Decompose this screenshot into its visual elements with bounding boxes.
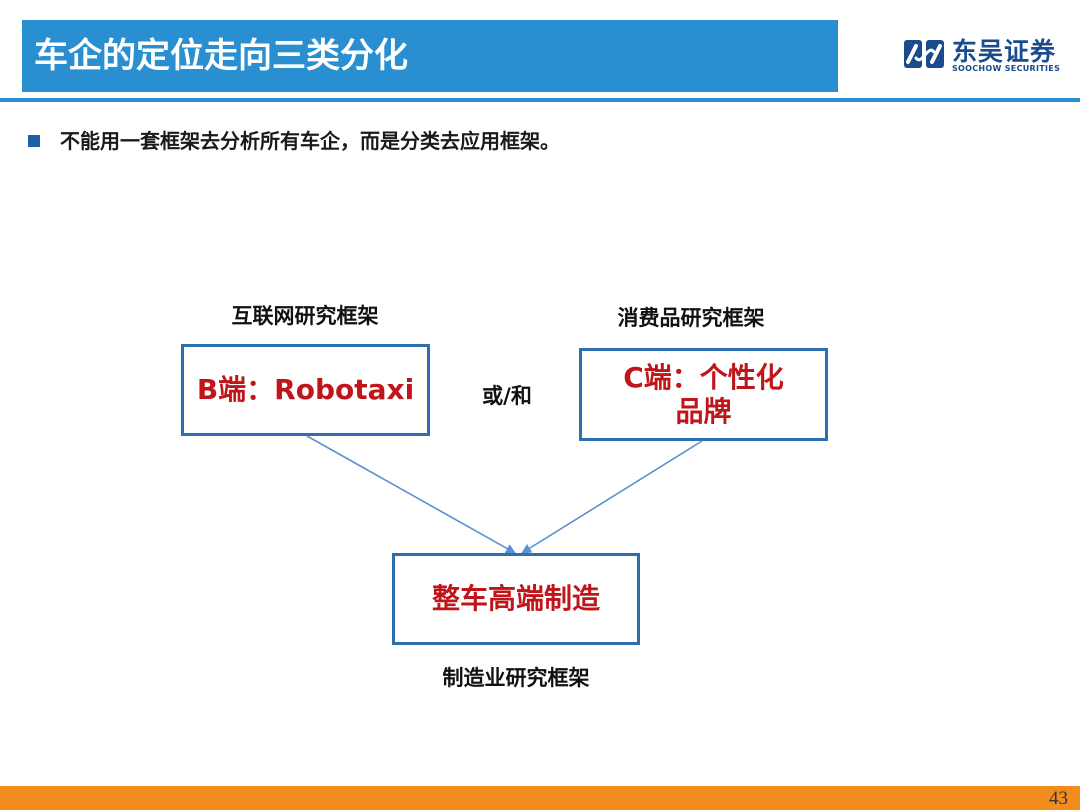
- manufacturing-box: 整车高端制造: [392, 553, 640, 645]
- footer-bar: 43: [0, 786, 1080, 810]
- title-bar: 车企的定位走向三类分化: [22, 20, 838, 92]
- c-end-text: C端：个性化 品牌: [623, 361, 784, 429]
- page-number: 43: [1049, 788, 1068, 809]
- header-divider: [0, 98, 1080, 102]
- or-and-label: 或/和: [482, 384, 532, 408]
- soochow-logo-icon: [904, 40, 944, 68]
- logo-text-cn: 东吴证券: [952, 37, 1057, 66]
- page-title: 车企的定位走向三类分化: [34, 36, 408, 76]
- manufacturing-text: 整车高端制造: [431, 582, 600, 615]
- logo-text-en: SOOCHOW SECURITIES: [952, 64, 1061, 73]
- c-end-text-line1: C端：个性化: [623, 360, 784, 394]
- b-end-text: B端：Robotaxi: [196, 373, 415, 406]
- bullet-text: 不能用一套框架去分析所有车企，而是分类去应用框架。: [60, 129, 560, 153]
- company-logo: 东吴证券 SOOCHOW SECURITIES: [902, 34, 1062, 78]
- arrow-right-to-bottom: [521, 440, 703, 554]
- arrow-left-to-bottom: [306, 435, 516, 554]
- b-end-box: B端：Robotaxi: [181, 344, 430, 436]
- consumer-framework-label: 消费品研究框架: [617, 306, 765, 330]
- internet-framework-label: 互联网研究框架: [231, 304, 379, 328]
- bullet-square-icon: [28, 135, 40, 147]
- c-end-box: C端：个性化 品牌: [579, 348, 828, 441]
- manufacturing-framework-label: 制造业研究框架: [442, 666, 590, 690]
- c-end-text-line2: 品牌: [675, 394, 732, 428]
